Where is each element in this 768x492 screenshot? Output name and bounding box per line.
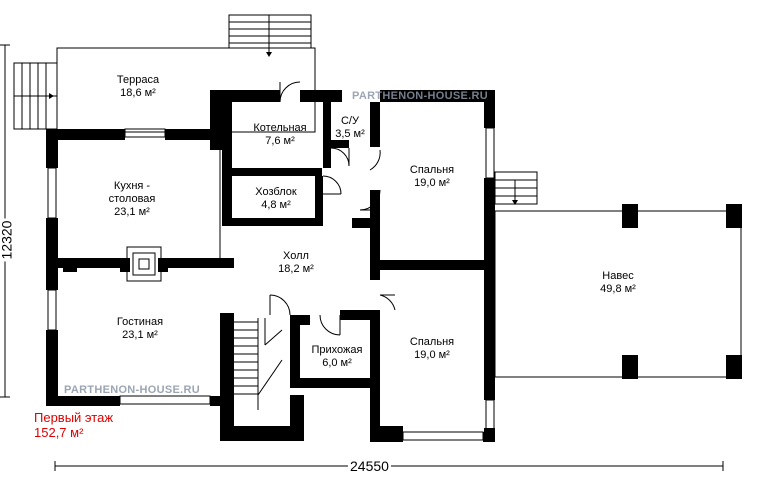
room-area: 6,0 м² <box>322 357 352 369</box>
dimension-width: 24550 <box>348 458 391 474</box>
room-area: 23,1 м² <box>114 206 150 218</box>
door-swings <box>269 81 396 336</box>
room-area: 18,2 м² <box>278 263 314 275</box>
room-name-cont: столовая <box>108 193 156 205</box>
dimension-height: 12320 <box>0 218 15 262</box>
room-bedroom-lower: Спальня 19,0 м² <box>410 336 454 362</box>
room-name: Холл <box>283 250 309 262</box>
room-name: Терраса <box>116 74 160 86</box>
room-name: Гостиная <box>116 316 164 328</box>
room-area: 19,0 м² <box>414 177 450 189</box>
room-area: 4,8 м² <box>261 199 291 211</box>
room-name: Котельная <box>253 122 307 134</box>
room-boiler: Котельная 7,6 м² <box>253 122 306 148</box>
step-arrows <box>49 52 518 205</box>
room-wc: С/У 3,5 м² <box>335 115 365 141</box>
room-area: 23,1 м² <box>122 329 158 341</box>
room-terrace: Терраса 18,6 м² <box>117 74 159 100</box>
room-living: Гостиная 23,1 м² <box>117 316 163 342</box>
room-kitchen: Кухня - столовая 23,1 м² <box>109 180 156 219</box>
walls <box>46 90 742 442</box>
room-hall: Холл 18,2 м² <box>278 250 314 276</box>
room-area: 7,6 м² <box>265 135 295 147</box>
room-name: С/У <box>340 115 359 127</box>
room-name: Прихожая <box>311 344 363 356</box>
room-name: Кухня - <box>113 180 151 192</box>
room-area: 3,5 м² <box>335 128 365 140</box>
watermark-bottom: PARTHENON-HOUSE.RU <box>64 384 200 396</box>
floor-title: Первый этаж <box>34 410 114 425</box>
room-area: 49,8 м² <box>600 283 636 295</box>
room-name: Спальня <box>409 164 455 176</box>
room-name: Спальня <box>409 336 455 348</box>
room-bedroom-upper: Спальня 19,0 м² <box>410 164 454 190</box>
room-storage: Хозблок 4,8 м² <box>255 186 296 212</box>
room-area: 19,0 м² <box>414 349 450 361</box>
room-name: Хозблок <box>255 186 297 198</box>
floor-area: 152,7 м² <box>34 425 84 440</box>
watermark-top: PARTHENON-HOUSE.RU <box>352 90 488 102</box>
room-canopy: Навес 49,8 м² <box>600 270 636 296</box>
room-name: Навес <box>602 270 634 282</box>
room-area: 18,6 м² <box>120 87 156 99</box>
floor-summary: Первый этаж 152,7 м² <box>34 410 113 440</box>
room-entrance: Прихожая 6,0 м² <box>312 344 363 370</box>
